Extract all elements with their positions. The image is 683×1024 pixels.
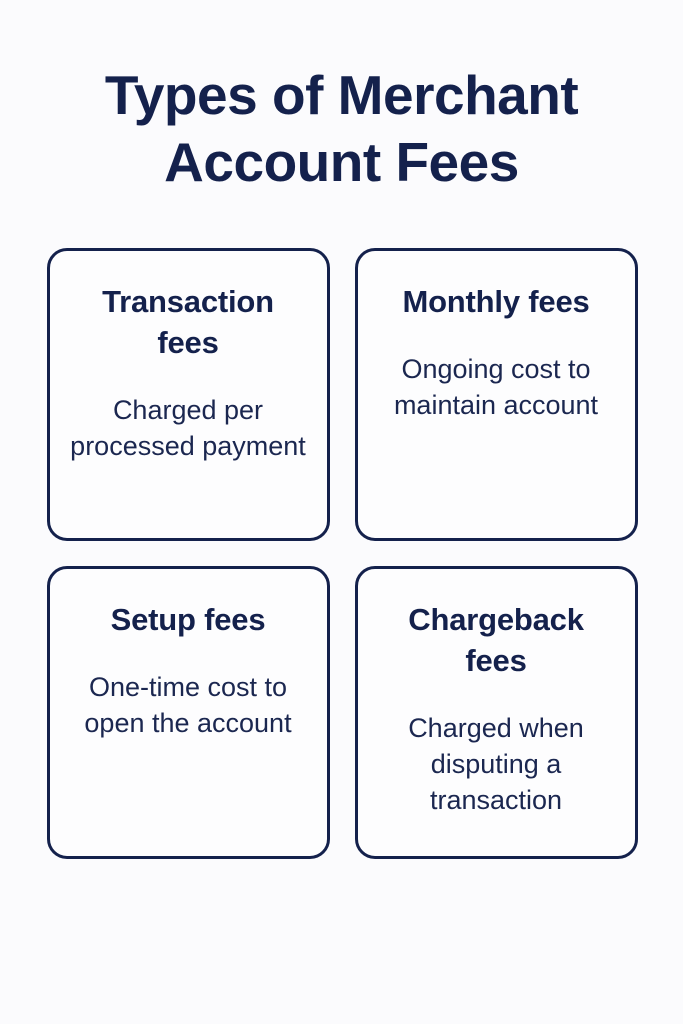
fee-card-chargeback: Chargeback fees Charged when disputing a… — [354, 566, 638, 859]
fee-card-monthly: Monthly fees Ongoing cost to maintain ac… — [354, 248, 638, 541]
fee-card-heading: Monthly fees — [402, 284, 590, 319]
fee-card-description: Charged per processed payment — [70, 395, 306, 461]
page-title: Types of Merchant Account Fees — [104, 64, 579, 193]
fee-card-description: One-time cost to open the account — [84, 672, 292, 738]
fee-card-heading: Setup fees — [110, 602, 266, 637]
fee-card-heading: Chargeback fees — [408, 602, 584, 678]
fee-card-transaction: Transaction fees Charged per processed p… — [46, 248, 330, 541]
fee-types-grid: Transaction fees Charged per processed p… — [46, 248, 638, 859]
fee-card-description: Charged when disputing a transaction — [408, 713, 584, 815]
fee-card-description: Ongoing cost to maintain account — [393, 354, 599, 420]
fee-card-heading: Transaction fees — [102, 284, 274, 360]
fee-card-setup: Setup fees One-time cost to open the acc… — [46, 566, 330, 859]
